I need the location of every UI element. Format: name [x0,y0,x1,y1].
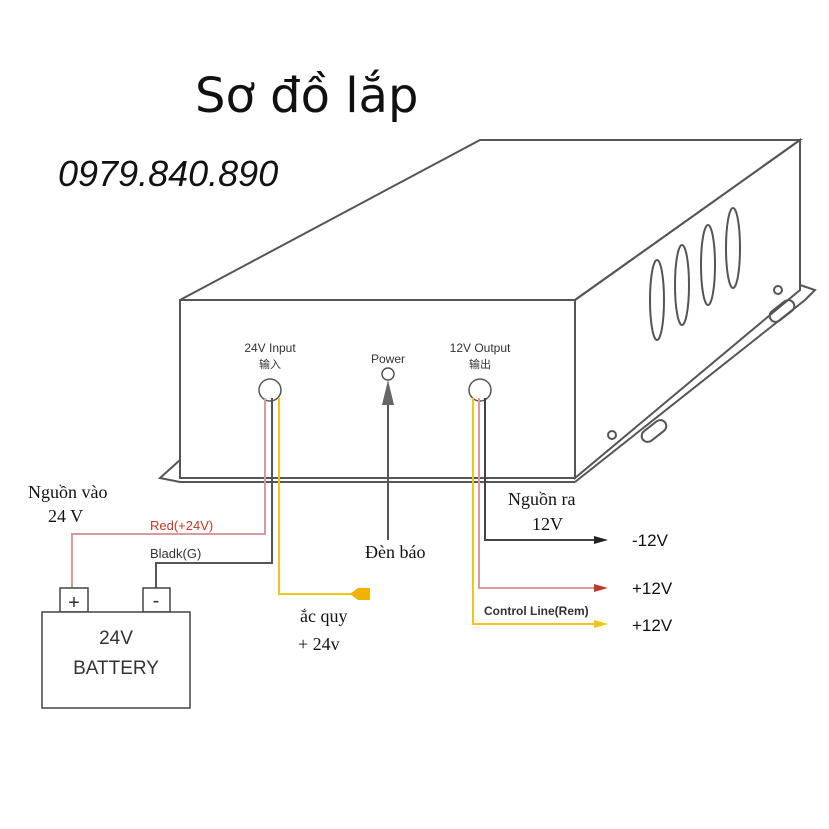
input-port [258,378,282,402]
input-cn-label: 输入 [259,357,281,371]
arrow-yellow-icon [594,620,608,628]
source-out-label: Nguồn ra [508,489,575,509]
input-label: 24V Input [244,341,296,355]
power-led [381,367,395,381]
power-label: Power [371,352,405,366]
battery-label: BATTERY [73,658,159,679]
battery-minus: - [153,590,160,612]
yellow-wire [278,398,360,595]
page-title: Sơ đồ lắp [195,68,418,124]
output-black-wire [484,398,600,541]
right-flange [574,284,817,483]
arrow-red-icon [594,584,608,592]
mount-hole [607,430,617,440]
phone-number: 0979.840.890 [58,153,278,194]
black-wire-label: Bladk(G) [150,546,201,561]
mount-hole [773,285,783,295]
mount-slot [768,299,796,323]
output-cn-label: 输出 [469,357,491,371]
mount-slot [640,419,668,443]
source-in-voltage: 24 V [48,506,83,526]
neg-12v-label: -12V [632,531,669,550]
control-12v-label: +12V [632,616,673,635]
battery-plus: + [68,592,80,614]
box-side-face [574,138,801,481]
converter-box [157,138,817,483]
pos-12v-label: +12V [632,579,673,598]
black-wire [155,398,273,588]
yellow-arrow-icon [350,588,370,600]
red-wire [71,398,266,588]
red-wire-label: Red(+24V) [150,518,213,533]
left-flange [157,459,575,483]
output-port [468,378,492,402]
battery [41,611,191,709]
output-red-wire [478,398,600,589]
source-in-label: Nguồn vào [28,482,108,502]
output-yellow-wire [472,398,600,625]
vent-slot [700,224,716,306]
source-out-voltage: 12V [532,514,563,534]
box-front-face [179,299,576,479]
battery-minus-terminal [142,587,171,613]
battery-feed-label: ắc quy [300,606,347,626]
indicator-arrow-icon [382,380,394,405]
indicator-label: Đèn báo [365,542,425,562]
output-label: 12V Output [450,341,511,355]
vent-slot [674,244,690,326]
control-line-label: Control Line(Rem) [484,604,589,618]
vent-slot [725,207,741,289]
vent-slot [649,259,665,341]
battery-feed-voltage: + 24v [298,634,340,654]
battery-voltage: 24V [99,628,133,649]
arrow-black-icon [594,536,608,544]
